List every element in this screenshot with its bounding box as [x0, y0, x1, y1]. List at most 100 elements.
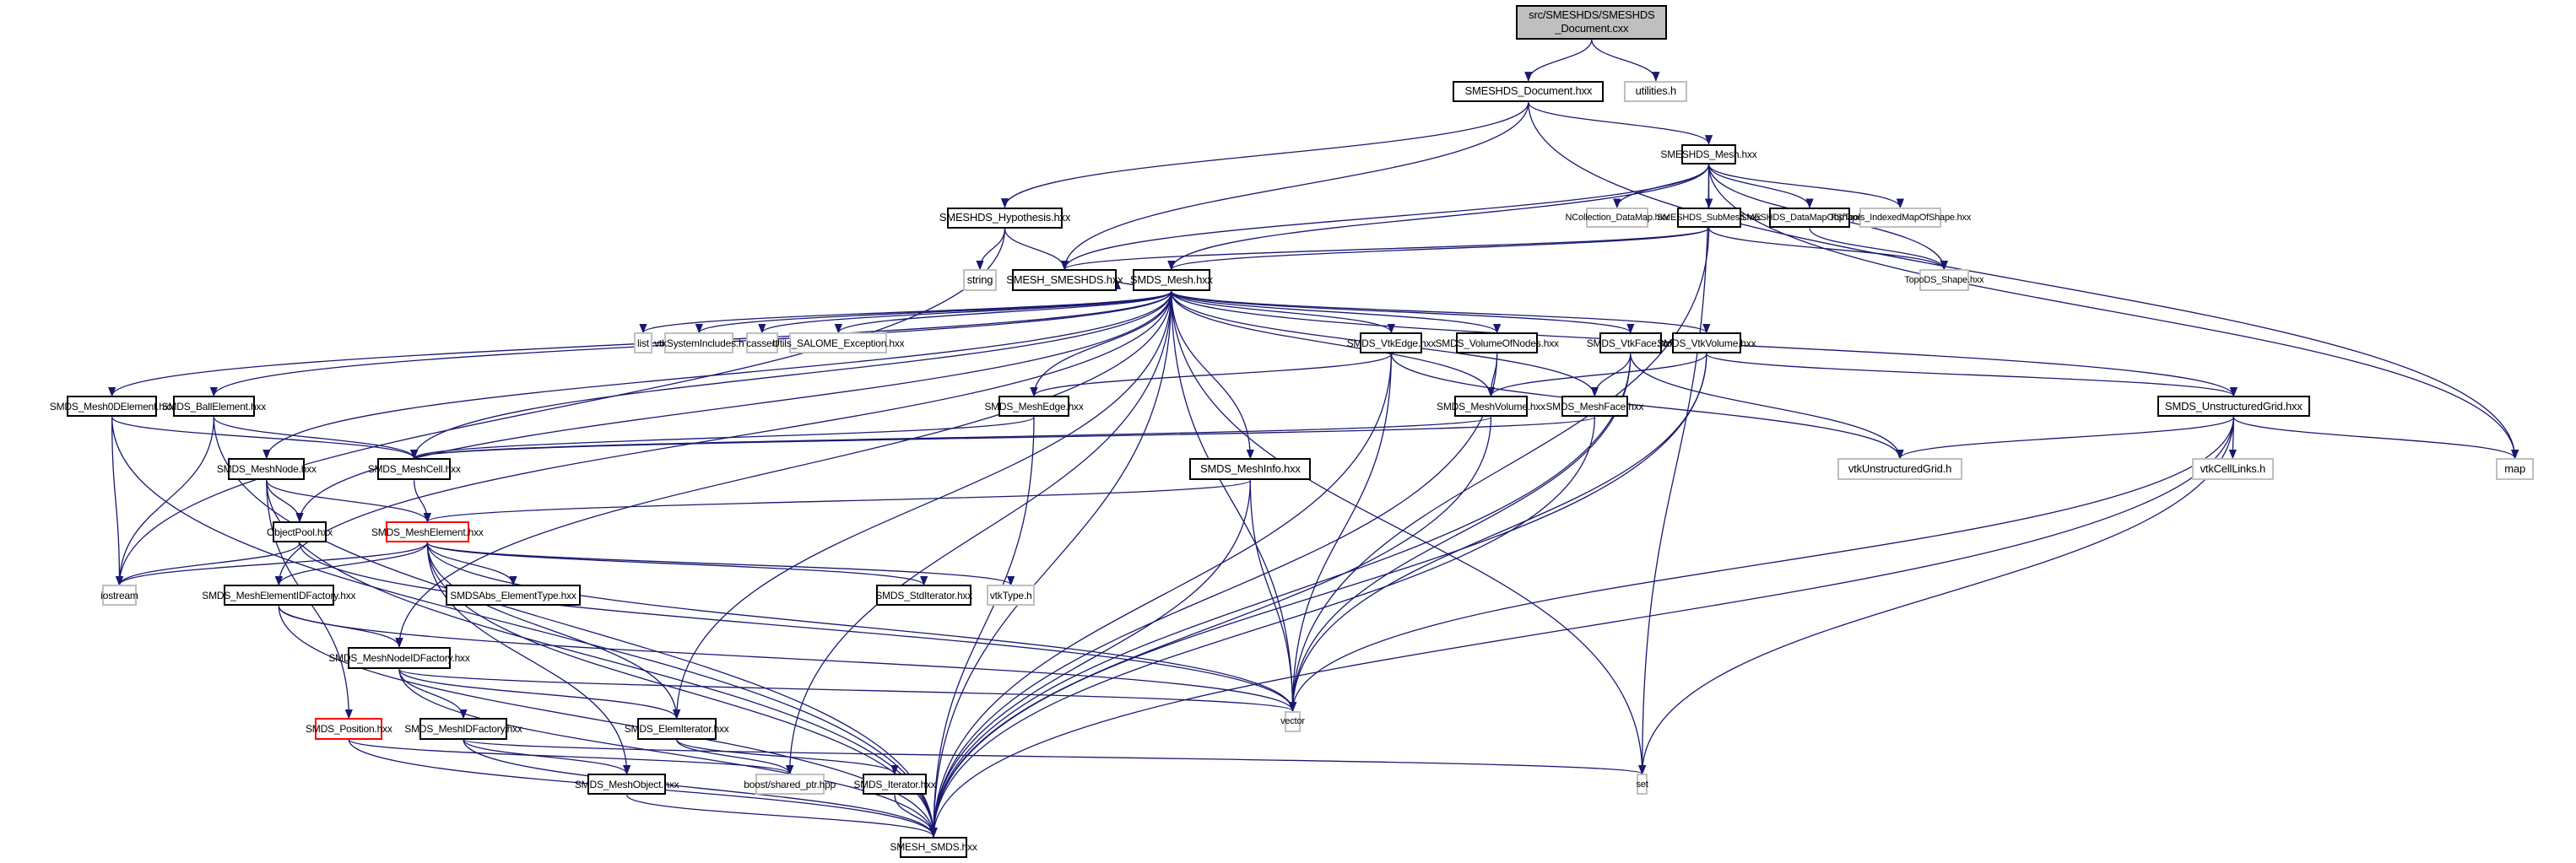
edge-volnodes-to-meshvolume: [1486, 353, 1498, 397]
node-smds-meshedge-hxx[interactable]: SMDS_MeshEdge.hxx: [984, 396, 1084, 418]
node-vtkcelllinks-h[interactable]: vtkCellLinks.h: [2191, 458, 2274, 481]
node-label: SMDS_Mesh0DElement.hxx: [49, 400, 175, 413]
node-smds-meshcell-hxx[interactable]: SMDS_MeshCell.hxx: [368, 458, 461, 481]
edge-meshinfo-to-meshelement: [424, 479, 1251, 523]
edge-ugrid-to-map: [2232, 417, 2519, 460]
edge-smds_mesh-to-utils_exc: [834, 291, 1172, 334]
node-label: SMESH_SMDS.hxx: [890, 841, 977, 854]
node-smeshds-hypothesis-hxx[interactable]: SMESHDS_Hypothesis.hxx: [939, 207, 1070, 229]
edge-smds_mesh-to-set: [1171, 291, 1647, 775]
node-smds-iterator-hxx[interactable]: SMDS_Iterator.hxx: [853, 774, 936, 796]
node-string[interactable]: string: [962, 269, 998, 292]
node-smds-ballelement-hxx[interactable]: SMDS_BallElement.hxx: [162, 396, 266, 418]
node-smds-meshvolume-hxx[interactable]: SMDS_MeshVolume.hxx: [1437, 396, 1545, 418]
node-label: set: [1636, 779, 1648, 790]
edge-meshelement-to-abstype: [426, 542, 517, 586]
node-label: SMDS_MeshNode.hxx: [216, 463, 317, 476]
node-label: boost/shared_ptr.hpp: [744, 778, 836, 790]
node-smds-meshobject-hxx[interactable]: SMDS_MeshObject.hxx: [575, 774, 679, 796]
edge-smds_mesh-to-nodeidfactory: [395, 291, 1172, 648]
node-label: SMESHDS_Document.hxx: [1464, 84, 1593, 98]
node-vector[interactable]: vector: [1280, 710, 1305, 732]
edge-doc_h-to-smesh_smeshds: [1060, 102, 1529, 271]
node-smds-meshnodeidfactory-hxx[interactable]: SMDS_MeshNodeIDFactory.hxx: [328, 646, 470, 670]
node-label: SMESH_SMESHDS.hxx: [1006, 273, 1123, 287]
node-list[interactable]: list: [633, 332, 653, 354]
node-label: SMDS_MeshVolume.hxx: [1437, 400, 1545, 413]
node-cassert[interactable]: cassert: [745, 332, 778, 354]
node-smds-stditerator-hxx[interactable]: SMDS_StdIterator.hxx: [875, 585, 973, 607]
node-smds-vtkface-hxx[interactable]: SMDS_VtkFace.hxx: [1587, 332, 1675, 354]
node-utils-salome-exception-hxx[interactable]: Utils_SALOME_Exception.hxx: [772, 332, 905, 354]
node-toptools-indexedmapofshape-hxx[interactable]: TopTools_IndexedMapOfShape.hxx: [1829, 208, 1971, 229]
edge-elemidfactory-to-vector: [278, 606, 1296, 712]
edge-smds_mesh-to-vtkedge: [1171, 291, 1395, 334]
node-smds-meshelementidfactory-hxx[interactable]: SMDS_MeshElementIDFactory.hxx: [202, 585, 356, 607]
node-vtksystemincludes-h[interactable]: vtkSystemIncludes.h: [654, 332, 744, 354]
node-smds-volumeofnodes-hxx[interactable]: SMDS_VolumeOfNodes.hxx: [1435, 332, 1559, 354]
edge-objectpool-to-vector: [299, 542, 1297, 712]
edge-smds_mesh-to-meshedge: [1030, 291, 1172, 397]
node-label: Utils_SALOME_Exception.hxx: [772, 337, 905, 349]
edge-vtkface-to-smesh_smds: [929, 353, 1632, 838]
node-label: vtkUnstructuredGrid.h: [1848, 462, 1952, 476]
node-smeshds-datamapofshape-hxx[interactable]: SMESHDS_DataMapOfShape.hxx: [1740, 208, 1879, 229]
node-utilities-h[interactable]: utilities.h: [1624, 80, 1688, 103]
edge-smds_mesh-to-meshvolume: [1171, 291, 1496, 397]
node-label: SMDS_ElemIterator.hxx: [624, 722, 729, 735]
node-vtktype-h[interactable]: vtkType.h: [987, 585, 1035, 607]
node-ncollection-datamap-hxx[interactable]: NCollection_DataMap.hxx: [1566, 208, 1669, 229]
node-boost-shared-ptr-hpp[interactable]: boost/shared_ptr.hpp: [744, 774, 836, 796]
node-smeshds-mesh-hxx[interactable]: SMESHDS_Mesh.hxx: [1660, 143, 1757, 165]
node-label: map: [2504, 462, 2525, 476]
node-smds-mesh0delement-hxx[interactable]: SMDS_Mesh0DElement.hxx: [50, 396, 175, 418]
node-smesh-smeshds-hxx[interactable]: SMESH_SMESHDS.hxx: [1006, 269, 1123, 292]
node-smds-position-hxx[interactable]: SMDS_Position.hxx: [306, 718, 392, 740]
node-label: SMESHDS_DataMapOfShape.hxx: [1740, 213, 1879, 224]
node-smds-meshidfactory-hxx[interactable]: SMDS_MeshIDFactory.hxx: [404, 718, 522, 740]
node-label: utilities.h: [1635, 84, 1677, 98]
node-smds-vtkedge-hxx[interactable]: SMDS_VtkEdge.hxx: [1347, 332, 1436, 354]
node-smds-mesh-hxx[interactable]: SMDS_Mesh.hxx: [1130, 269, 1213, 292]
node-root-file[interactable]: src/SMESHDS/SMESHDS _Document.cxx: [1516, 5, 1668, 40]
node-map[interactable]: map: [2496, 458, 2534, 481]
edge-root-to-utilities: [1591, 39, 1660, 82]
edge-objectpool-to-iostream: [115, 542, 300, 586]
node-smds-elemiterator-hxx[interactable]: SMDS_ElemIterator.hxx: [625, 718, 729, 740]
edge-smeshds_mesh-to-set: [1637, 164, 1710, 775]
edge-smeshds_mesh-to-datamapshape: [1707, 164, 1814, 209]
edge-ball-to-smesh_smds: [213, 417, 938, 838]
edge-hypothesis-to-smesh_smeshds: [1004, 228, 1069, 271]
node-label: iostream: [100, 589, 138, 601]
node-smds-unstructuredgrid-hxx[interactable]: SMDS_UnstructuredGrid.hxx: [2157, 396, 2310, 418]
edge-meshelement-to-iostream: [115, 542, 428, 586]
edge-smds_mesh-to-shared_ptr: [786, 291, 1172, 775]
node-set[interactable]: set: [1636, 774, 1648, 796]
node-smesh-smds-hxx[interactable]: SMESH_SMDS.hxx: [890, 836, 977, 859]
node-vtkunstructuredgrid-h[interactable]: vtkUnstructuredGrid.h: [1837, 458, 1962, 481]
node-topods-shape-hxx[interactable]: TopoDS_Shape.hxx: [1904, 269, 1984, 292]
edge-elemiter-to-shared_ptr: [676, 739, 794, 775]
node-label: cassert: [746, 337, 778, 349]
node-smds-meshnode-hxx[interactable]: SMDS_MeshNode.hxx: [217, 458, 317, 481]
node-smdsabs-elementtype-hxx[interactable]: SMDSAbs_ElementType.hxx: [446, 585, 581, 607]
node-label: SMDS_VtkFace.hxx: [1586, 337, 1675, 349]
edge-meshidfactory-to-set: [463, 739, 1646, 775]
edge-vtkvolume-to-smesh_smds: [929, 353, 1707, 838]
edge-nodeidfactory-to-vector: [398, 668, 1296, 712]
node-smds-meshinfo-hxx[interactable]: SMDS_MeshInfo.hxx: [1189, 458, 1312, 481]
node-label: SMDS_MeshInfo.hxx: [1199, 462, 1301, 476]
node-smds-meshelement-hxx[interactable]: SMDS_MeshElement.hxx: [371, 521, 484, 543]
node-label: SMDS_StdIterator.hxx: [875, 589, 973, 601]
node-smds-vtkvolume-hxx[interactable]: SMDS_VtkVolume.hxx: [1657, 332, 1756, 354]
node-smeshds-document-hxx[interactable]: SMESHDS_Document.hxx: [1453, 80, 1605, 103]
node-smds-meshface-hxx[interactable]: SMDS_MeshFace.hxx: [1545, 396, 1644, 418]
edge-ugrid-to-set: [1638, 417, 2234, 775]
edge-vtkface-to-vector: [1288, 353, 1632, 712]
edge-ball-to-iostream: [115, 417, 214, 586]
node-objectpool-hxx[interactable]: ObjectPool.hxx: [267, 521, 333, 543]
edge-ball-to-meshcell: [213, 417, 419, 460]
node-iostream[interactable]: iostream: [100, 585, 138, 607]
node-smeshds-submesh-hxx[interactable]: SMESHDS_SubMesh.hxx: [1657, 208, 1762, 229]
node-label: SMDS_VtkEdge.hxx: [1346, 337, 1437, 349]
